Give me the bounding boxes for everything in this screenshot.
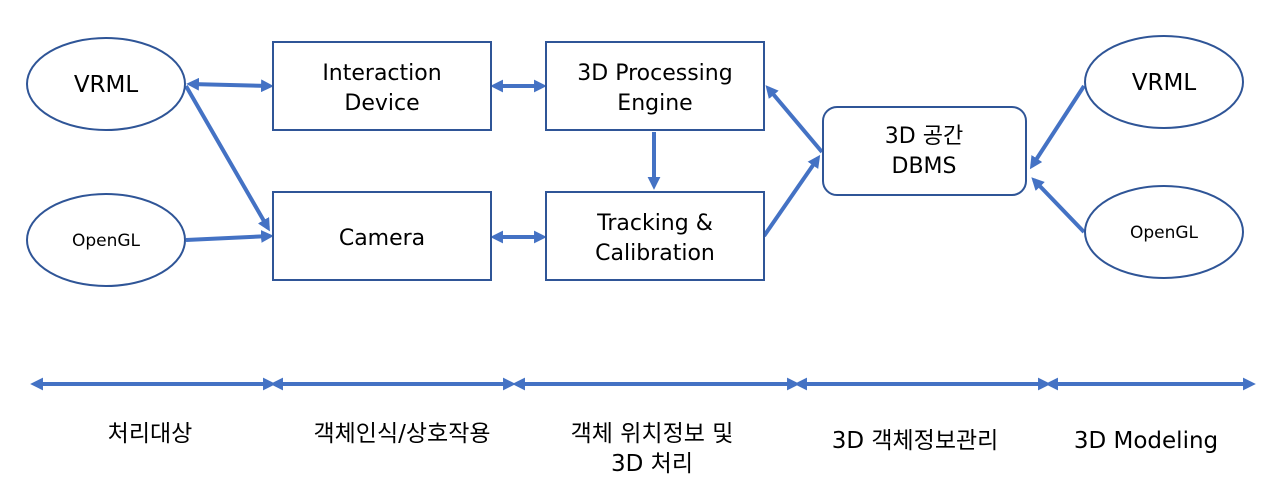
vrml-right-node: VRML — [1084, 35, 1244, 129]
vrml-left-label: VRML — [74, 72, 139, 98]
stage-label-4: 3D 객체정보관리 — [832, 428, 999, 454]
arrow-vrml-camera — [184, 84, 270, 232]
processing-engine-line1: 3D Processing — [577, 61, 732, 86]
vrml-left-node: VRML — [26, 37, 186, 131]
tracking-line1: Tracking & — [596, 211, 713, 236]
vrml-right-label: VRML — [1132, 70, 1197, 96]
interaction-device-node: Interaction Device — [272, 41, 492, 131]
tracking-line2: Calibration — [595, 241, 715, 266]
opengl-right-node: OpenGL — [1084, 185, 1244, 279]
opengl-right-label: OpenGL — [1130, 223, 1199, 243]
stage-label-2: 객체인식/상호작용 — [313, 421, 490, 447]
arrow-vrml-dbms — [1029, 84, 1086, 170]
arrow-opengl-dbms — [1031, 177, 1086, 234]
interaction-device-line1: Interaction — [322, 61, 441, 86]
arrow-opengl-camera — [185, 230, 274, 243]
interaction-device-line2: Device — [344, 91, 419, 116]
opengl-left-label: OpenGL — [72, 231, 141, 251]
processing-engine-node: 3D Processing Engine — [545, 41, 765, 131]
arrow-tracking-dbms — [762, 154, 821, 238]
arrow-dbms-engine — [765, 85, 824, 154]
stage-label-1: 처리대상 — [108, 421, 193, 447]
camera-label: Camera — [339, 226, 425, 251]
camera-node: Camera — [272, 191, 492, 281]
opengl-left-node: OpenGL — [26, 193, 186, 287]
dbms-line1: 3D 공간 — [885, 124, 963, 149]
stage-label-3-line2: 3D 처리 — [611, 451, 693, 477]
processing-engine-line2: Engine — [617, 91, 692, 116]
dbms-line2: DBMS — [892, 154, 957, 179]
tracking-calibration-node: Tracking & Calibration — [545, 191, 765, 281]
dbms-node: 3D 공간 DBMS — [822, 106, 1027, 196]
stage-label-3-line1: 객체 위치정보 및 — [571, 421, 734, 447]
arrow-vrml-interaction — [186, 77, 274, 93]
stage-label-5: 3D Modeling — [1074, 428, 1218, 454]
